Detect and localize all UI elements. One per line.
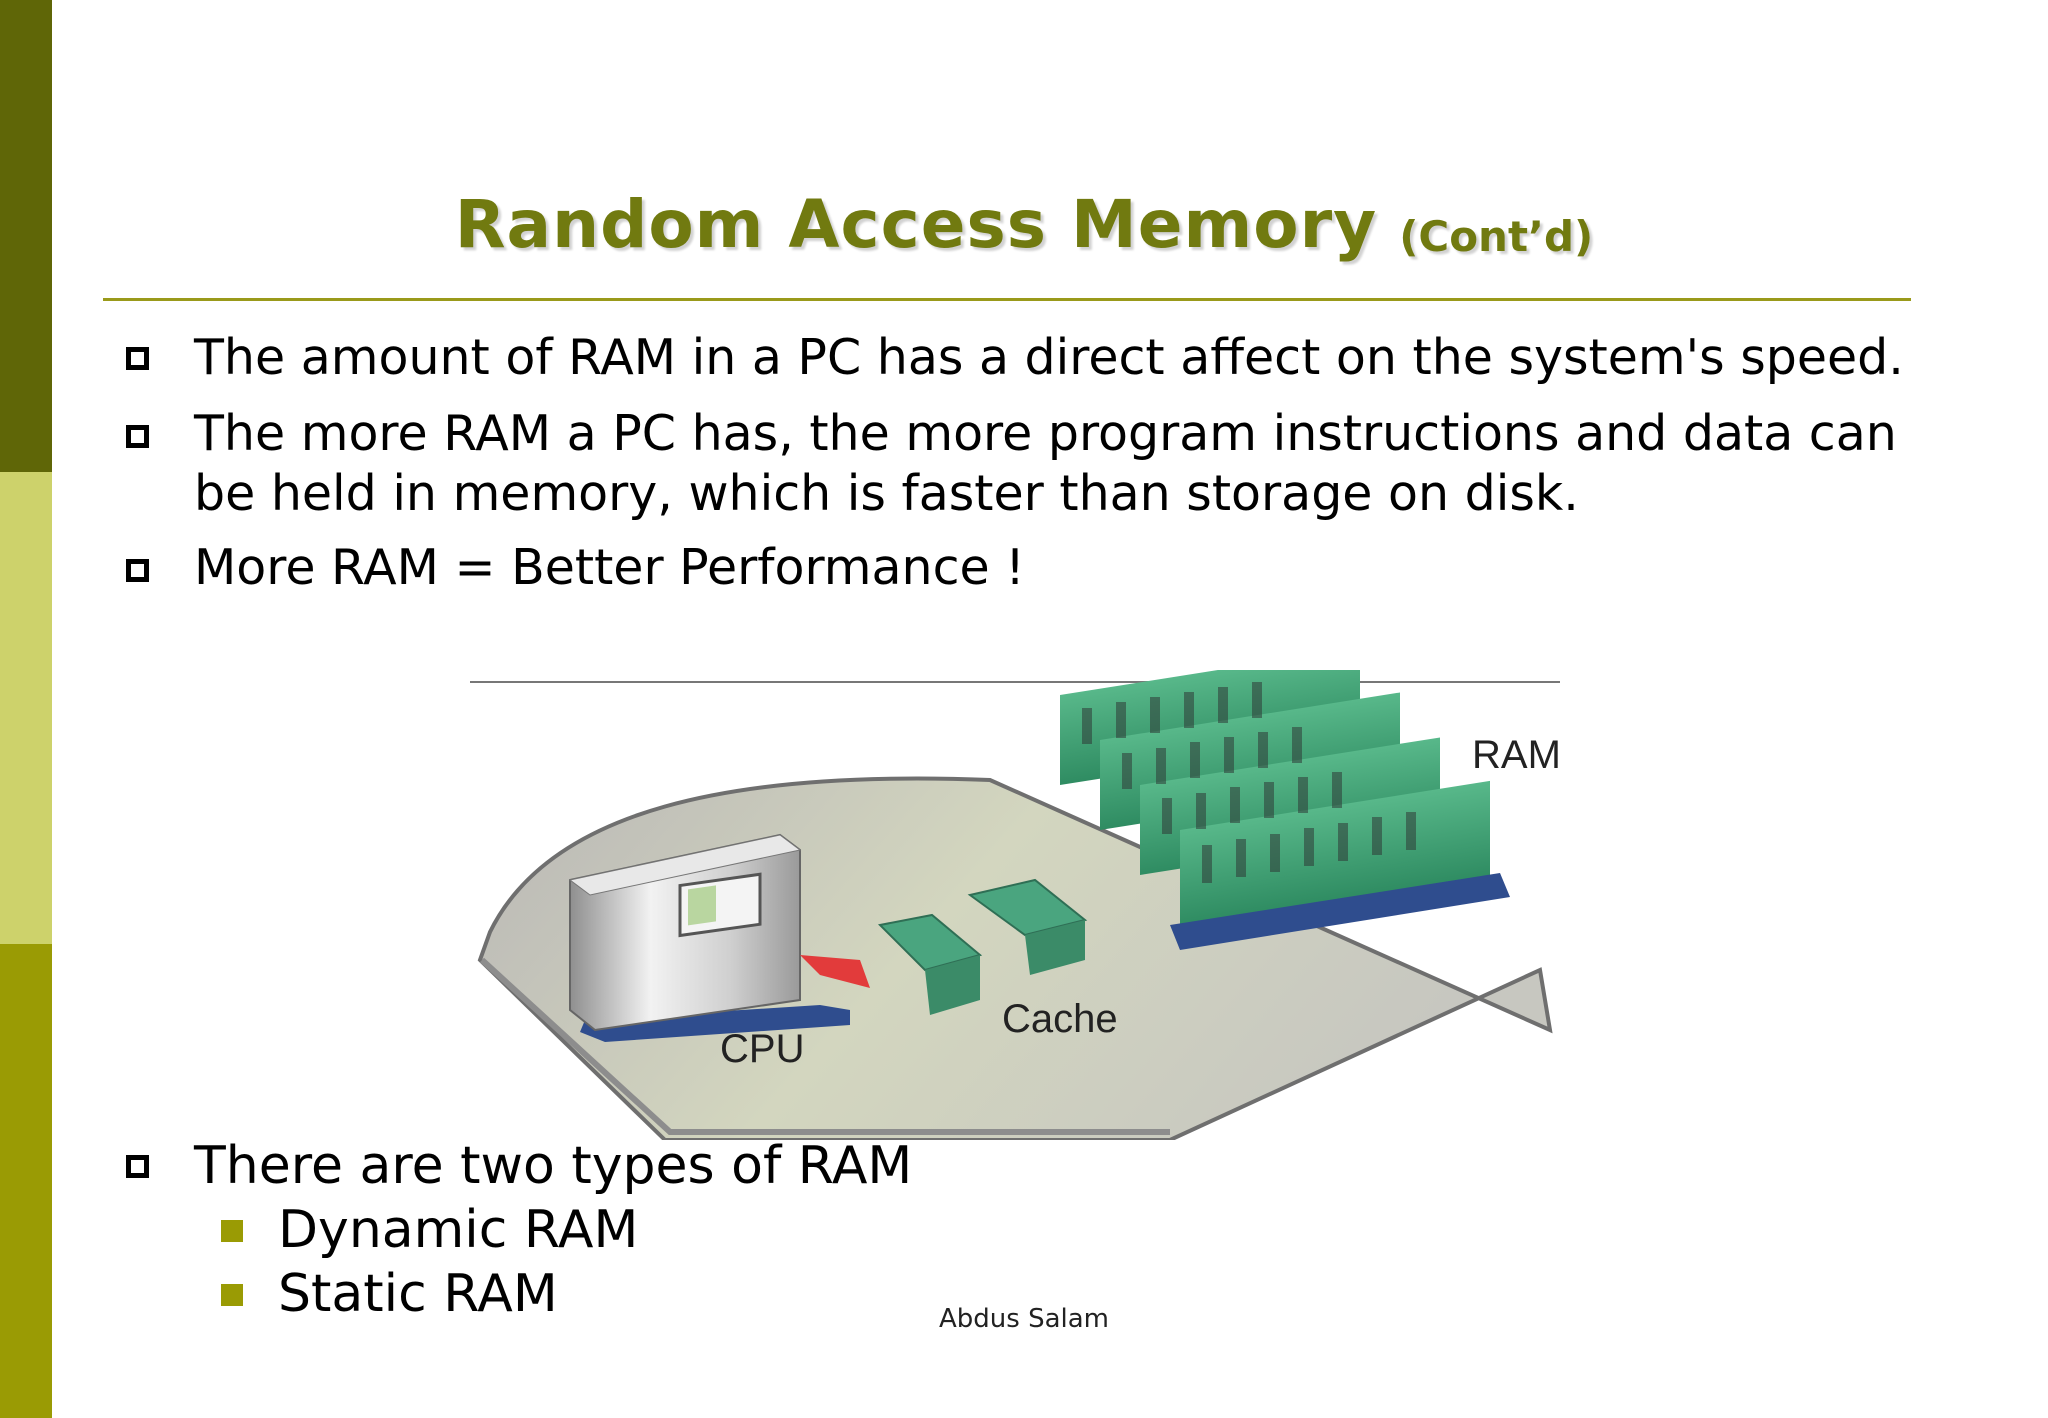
- left-band-olive: [0, 944, 52, 1418]
- ram-type-text: Static RAM: [278, 1264, 558, 1324]
- cpu-label: CPU: [720, 1027, 804, 1071]
- ram-types-heading: There are two types of RAM: [194, 1136, 913, 1196]
- slide-title: Random Access Memory (Cont’d): [0, 186, 2048, 263]
- cache-label: Cache: [1002, 997, 1118, 1041]
- footer-author: Abdus Salam: [938, 1304, 1109, 1334]
- ram-modules: [1060, 670, 1510, 950]
- bullet-text: More RAM = Better Performance !: [194, 539, 1025, 596]
- ram-type-item: Dynamic RAM: [124, 1198, 912, 1262]
- bullet-text: The amount of RAM in a PC has a direct a…: [194, 329, 1904, 386]
- filled-square-bullet-icon: [221, 1220, 243, 1242]
- hollow-square-bullet-icon: [126, 559, 149, 582]
- filled-square-bullet-icon: [221, 1284, 243, 1306]
- hollow-square-bullet-icon: [126, 1155, 149, 1178]
- ram-types-list: There are two types of RAM Dynamic RAM S…: [124, 1134, 912, 1326]
- bullet-list: The amount of RAM in a PC has a direct a…: [124, 326, 1904, 612]
- ram-types-sublist-container: Dynamic RAM Static RAM: [124, 1198, 912, 1326]
- slide-title-main: Random Access Memory: [454, 186, 1378, 263]
- bullet-item: More RAM = Better Performance !: [124, 538, 1904, 598]
- slide-title-suffix: (Cont’d): [1399, 212, 1594, 261]
- left-band-dark: [0, 0, 52, 472]
- bullet-item: There are two types of RAM: [124, 1134, 912, 1198]
- bullet-item: The amount of RAM in a PC has a direct a…: [124, 326, 1904, 390]
- ram-types-sublist: Dynamic RAM Static RAM: [124, 1198, 912, 1326]
- motherboard-illustration: RAM Cache CPU: [470, 670, 1560, 1140]
- hollow-square-bullet-icon: [126, 347, 149, 370]
- ram-type-text: Dynamic RAM: [278, 1200, 639, 1260]
- bullet-item: The more RAM a PC has, the more program …: [124, 404, 1904, 524]
- ram-type-item: Static RAM: [124, 1262, 912, 1326]
- hollow-square-bullet-icon: [126, 425, 149, 448]
- bullet-text: The more RAM a PC has, the more program …: [194, 405, 1897, 522]
- ram-label: RAM: [1472, 733, 1560, 777]
- title-rule: [103, 298, 1911, 301]
- left-band-light: [0, 472, 52, 944]
